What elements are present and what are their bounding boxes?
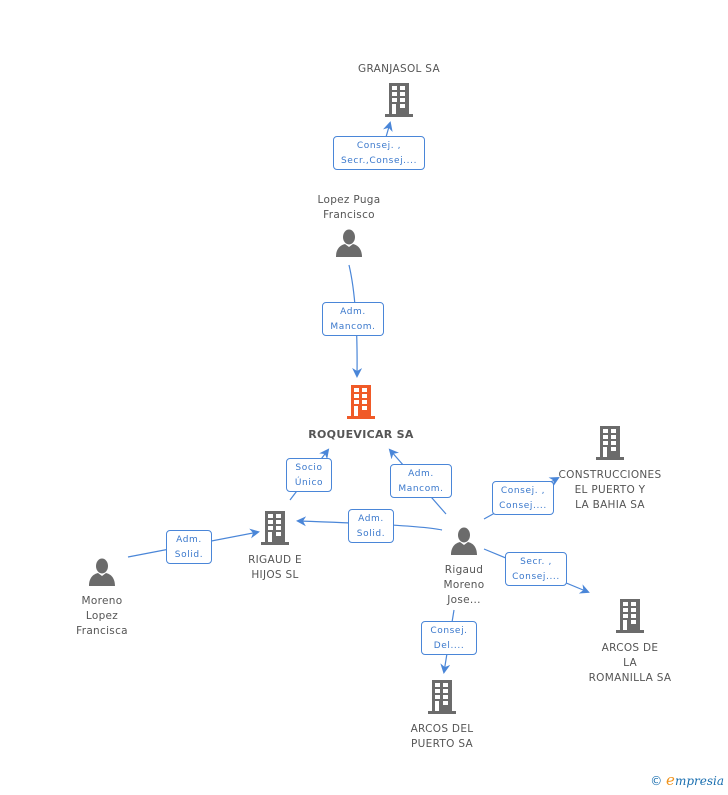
building-icon[interactable] bbox=[540, 426, 680, 464]
node-granjasol[interactable]: GRANJASOL SA bbox=[329, 62, 469, 121]
node-label-line: LA bbox=[623, 657, 637, 669]
building-icon[interactable] bbox=[329, 83, 469, 121]
node-label-line: GRANJASOL SA bbox=[358, 63, 440, 75]
node-arcos-romanilla[interactable]: ARCOS DE LA ROMANILLA SA bbox=[560, 599, 700, 686]
edge-label-line: Adm. bbox=[176, 535, 202, 545]
node-label[interactable]: ARCOS DEL PUERTO SA bbox=[372, 722, 512, 752]
edge-label-lopez_puga-to-roquevicar[interactable]: Adm. Mancom. bbox=[322, 302, 384, 336]
building-icon[interactable] bbox=[205, 511, 345, 549]
node-label-line: Rigaud bbox=[444, 564, 484, 576]
edge-label-lopez_puga-to-granjasol[interactable]: Consej. , Secr.,Consej.... bbox=[333, 136, 425, 170]
node-label-line: Francisco bbox=[323, 209, 375, 221]
node-label-line: HIJOS SL bbox=[251, 569, 299, 581]
node-label-line: LA BAHIA SA bbox=[575, 499, 645, 511]
node-construcciones[interactable]: CONSTRUCCIONES EL PUERTO Y LA BAHIA SA bbox=[540, 426, 680, 513]
edge-label-rigaud_moreno-to-arcos_puerto[interactable]: Consej. Del.... bbox=[421, 621, 477, 655]
edge-label-line: Consej. , bbox=[356, 141, 402, 151]
empresia-logo[interactable]: empresia bbox=[666, 771, 724, 789]
node-label-line: ARCOS DE bbox=[601, 642, 659, 654]
edge-label-line: Mancom. bbox=[398, 484, 444, 494]
node-label-line: Jose... bbox=[447, 594, 481, 606]
node-label[interactable]: CONSTRUCCIONES EL PUERTO Y LA BAHIA SA bbox=[540, 468, 680, 513]
edge-label-rigaud_moreno-to-construcciones[interactable]: Consej. , Consej.... bbox=[492, 481, 554, 515]
node-label[interactable]: ROQUEVICAR SA bbox=[291, 427, 431, 442]
copyright-icon: © bbox=[650, 774, 663, 788]
edge-label-moreno_lopez-to-rigaud_hijos[interactable]: Adm. Solid. bbox=[166, 530, 212, 564]
edge-label-line: Solid. bbox=[356, 529, 386, 539]
edge-label-line: Adm. bbox=[340, 307, 366, 317]
node-label-line: PUERTO SA bbox=[411, 738, 473, 750]
footer-brand: © empresia bbox=[650, 771, 724, 789]
edge-label-line: Consej. , bbox=[500, 486, 546, 496]
edge-label-line: Adm. bbox=[358, 514, 384, 524]
edge-label-line: Del.... bbox=[433, 641, 465, 651]
node-label-line: Francisca bbox=[76, 625, 128, 637]
node-label[interactable]: RIGAUD E HIJOS SL bbox=[205, 553, 345, 583]
edge-label-line: Adm. bbox=[408, 469, 434, 479]
edge-label-rigaud_moreno-to-roquevicar[interactable]: Adm. Mancom. bbox=[390, 464, 452, 498]
node-rigaud-hijos[interactable]: RIGAUD E HIJOS SL bbox=[205, 511, 345, 583]
person-icon[interactable] bbox=[279, 229, 419, 261]
node-label-line: EL PUERTO Y bbox=[574, 484, 646, 496]
building-icon[interactable] bbox=[560, 599, 700, 637]
edge-label-line: Mancom. bbox=[330, 322, 376, 332]
node-label-line: ROQUEVICAR SA bbox=[308, 428, 414, 441]
edge-label-line: Secr. , bbox=[520, 557, 552, 567]
edge-label-line: Consej.... bbox=[499, 501, 547, 511]
node-arcos-puerto[interactable]: ARCOS DEL PUERTO SA bbox=[372, 680, 512, 752]
edge-label-line: Secr.,Consej.... bbox=[340, 156, 418, 166]
edge-label-rigaud_moreno-to-arcos_romanilla[interactable]: Secr. , Consej.... bbox=[505, 552, 567, 586]
node-label[interactable]: GRANJASOL SA bbox=[329, 62, 469, 77]
node-label[interactable]: ARCOS DE LA ROMANILLA SA bbox=[560, 641, 700, 686]
building-icon[interactable] bbox=[372, 680, 512, 718]
node-label-line: Moreno bbox=[443, 579, 485, 591]
person-icon[interactable] bbox=[32, 558, 172, 590]
node-label-line: CONSTRUCCIONES bbox=[558, 469, 662, 481]
edge-label-line: Socio bbox=[295, 463, 323, 473]
edge-rigaud_moreno-to-rigaud_hijos bbox=[296, 516, 443, 531]
edge-label-line: Solid. bbox=[174, 550, 204, 560]
node-roquevicar[interactable]: ROQUEVICAR SA bbox=[291, 385, 431, 442]
edge-label-line: Único bbox=[294, 478, 324, 488]
building-icon[interactable] bbox=[291, 385, 431, 423]
edge-label-line: Consej.... bbox=[512, 572, 560, 582]
node-label-line: RIGAUD E bbox=[248, 554, 302, 566]
node-label-line: Moreno bbox=[81, 595, 123, 607]
person-icon[interactable] bbox=[394, 527, 534, 559]
node-label-line: Lopez bbox=[85, 610, 119, 622]
node-label-line: Lopez Puga bbox=[317, 194, 381, 206]
node-label-line: ROMANILLA SA bbox=[588, 672, 672, 684]
edge-label-line: Consej. bbox=[430, 626, 468, 636]
edge-label-rigaud_moreno-to-rigaud_hijos[interactable]: Adm. Solid. bbox=[348, 509, 394, 543]
node-label-line: ARCOS DEL bbox=[410, 723, 474, 735]
